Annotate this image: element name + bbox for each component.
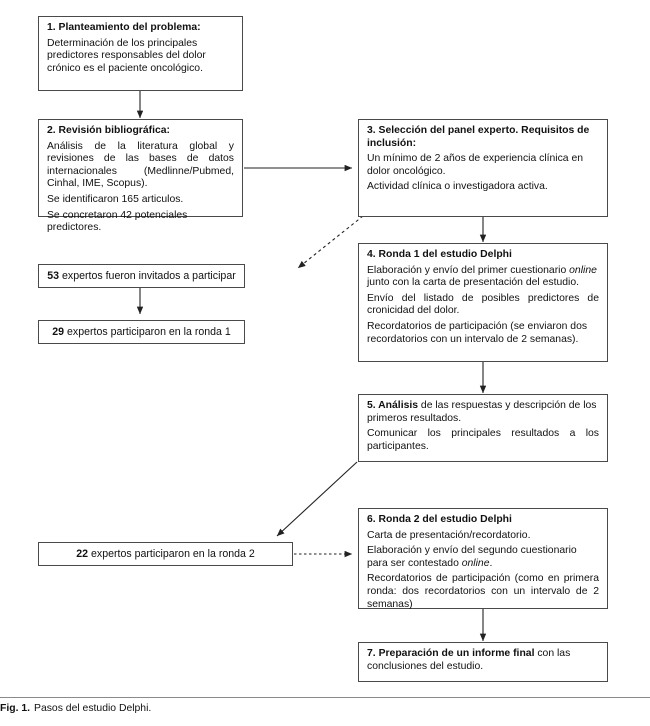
step-1-body: Determinación de los principales predict… bbox=[47, 37, 206, 74]
caption-divider bbox=[0, 697, 650, 698]
step-box-5: 5. Análisis de las respuestas y descripc… bbox=[358, 394, 608, 462]
step-5-keyword: Análisis bbox=[378, 400, 419, 411]
step-2-body-1: Análisis de la literatura global y revis… bbox=[47, 140, 234, 190]
step-box-3: 3. Selección del panel experto. Requisit… bbox=[358, 119, 608, 217]
step-7-number: 7. bbox=[367, 648, 379, 659]
step-4-heading: 4. Ronda 1 del estudio Delphi bbox=[367, 249, 512, 260]
figure-caption-label: Fig. 1. bbox=[0, 703, 31, 714]
step-4-body-1: Elaboración y envío del primer cuestiona… bbox=[367, 265, 599, 290]
step-4-online-emphasis: online bbox=[569, 264, 597, 276]
step-7-keyword: Preparación de un informe final bbox=[378, 648, 535, 659]
invited-count-label: expertos fueron invitados a participar bbox=[62, 270, 236, 282]
step-box-4: 4. Ronda 1 del estudio Delphi Elaboració… bbox=[358, 243, 608, 362]
step-6-body-2-pre: Elaboración y envío del segundo cuestion… bbox=[367, 545, 577, 569]
step-6-body-2-post: . bbox=[489, 557, 493, 569]
step-box-6: 6. Ronda 2 del estudio Delphi Carta de p… bbox=[358, 508, 608, 610]
step-5-number: 5. bbox=[367, 400, 379, 411]
step-3-body-1: Un mínimo de 2 años de experiencia clíni… bbox=[367, 153, 584, 177]
step-box-2: 2. Revisión bibliográfica: Análisis de l… bbox=[38, 119, 243, 233]
step-6-online-emphasis: online bbox=[461, 557, 490, 569]
step-4-body-1-pre: Elaboración y envío del primer cuestiona… bbox=[367, 264, 570, 276]
count-box-round1: 29 expertos participaron en la ronda 1 bbox=[38, 320, 245, 344]
round1-count-label: expertos participaron en la ronda 1 bbox=[67, 326, 231, 338]
count-box-round2: 22 expertos participaron en la ronda 2 bbox=[38, 542, 293, 566]
connector-box5-to-round2 bbox=[276, 461, 358, 537]
step-4-body-2: Envío del listado de posibles predictore… bbox=[367, 292, 599, 317]
step-7-heading: 7. Preparación de un informe final con l… bbox=[367, 648, 599, 673]
step-4-body-3: Recordatorios de participación (se envia… bbox=[367, 320, 588, 345]
figure-caption-text: Pasos del estudio Delphi. bbox=[34, 703, 152, 714]
step-5-heading-rest: de las respuestas y descripción de los p… bbox=[367, 400, 597, 424]
step-6-body-1: Carta de presentación/recordatorio. bbox=[367, 529, 531, 541]
count-box-invited: 53 expertos fueron invitados a participa… bbox=[38, 264, 245, 288]
step-box-1: 1. Planteamiento del problema: Determina… bbox=[38, 16, 243, 91]
step-7-heading-rest: con las conclusiones del estudio. bbox=[367, 648, 571, 672]
step-2-body-3: Se concretaron 42 potenciales predictore… bbox=[47, 209, 188, 234]
step-3-body-2: Actividad clínica o investigadora activa… bbox=[367, 181, 548, 193]
step-6-heading: 6. Ronda 2 del estudio Delphi bbox=[367, 514, 512, 525]
round2-count-label: expertos participaron en la ronda 2 bbox=[91, 548, 255, 560]
step-6-body-3: Recordatorios de participación (como en … bbox=[367, 573, 599, 610]
step-3-heading: 3. Selección del panel experto. Requisit… bbox=[367, 125, 590, 149]
round2-count-number: 22 bbox=[76, 548, 89, 560]
figure-caption: Fig. 1.Pasos del estudio Delphi. bbox=[0, 703, 650, 714]
step-box-7: 7. Preparación de un informe final con l… bbox=[358, 642, 608, 682]
step-5-body-1: Comunicar los principales resultados a l… bbox=[367, 428, 599, 452]
step-4-body-1-post: junto con la carta de presentación del e… bbox=[367, 277, 579, 289]
round1-count-number: 29 bbox=[52, 326, 65, 338]
step-6-body-2: Elaboración y envío del segundo cuestion… bbox=[367, 545, 599, 570]
connector-box3-to-invited bbox=[297, 215, 364, 269]
step-5-heading: 5. Análisis de las respuestas y descripc… bbox=[367, 400, 599, 425]
step-2-body-2: Se identificaron 165 articulos. bbox=[47, 193, 184, 205]
step-2-heading: 2. Revisión bibliográfica: bbox=[47, 125, 170, 136]
step-1-heading: 1. Planteamiento del problema: bbox=[47, 22, 201, 33]
invited-count-number: 53 bbox=[47, 270, 60, 282]
